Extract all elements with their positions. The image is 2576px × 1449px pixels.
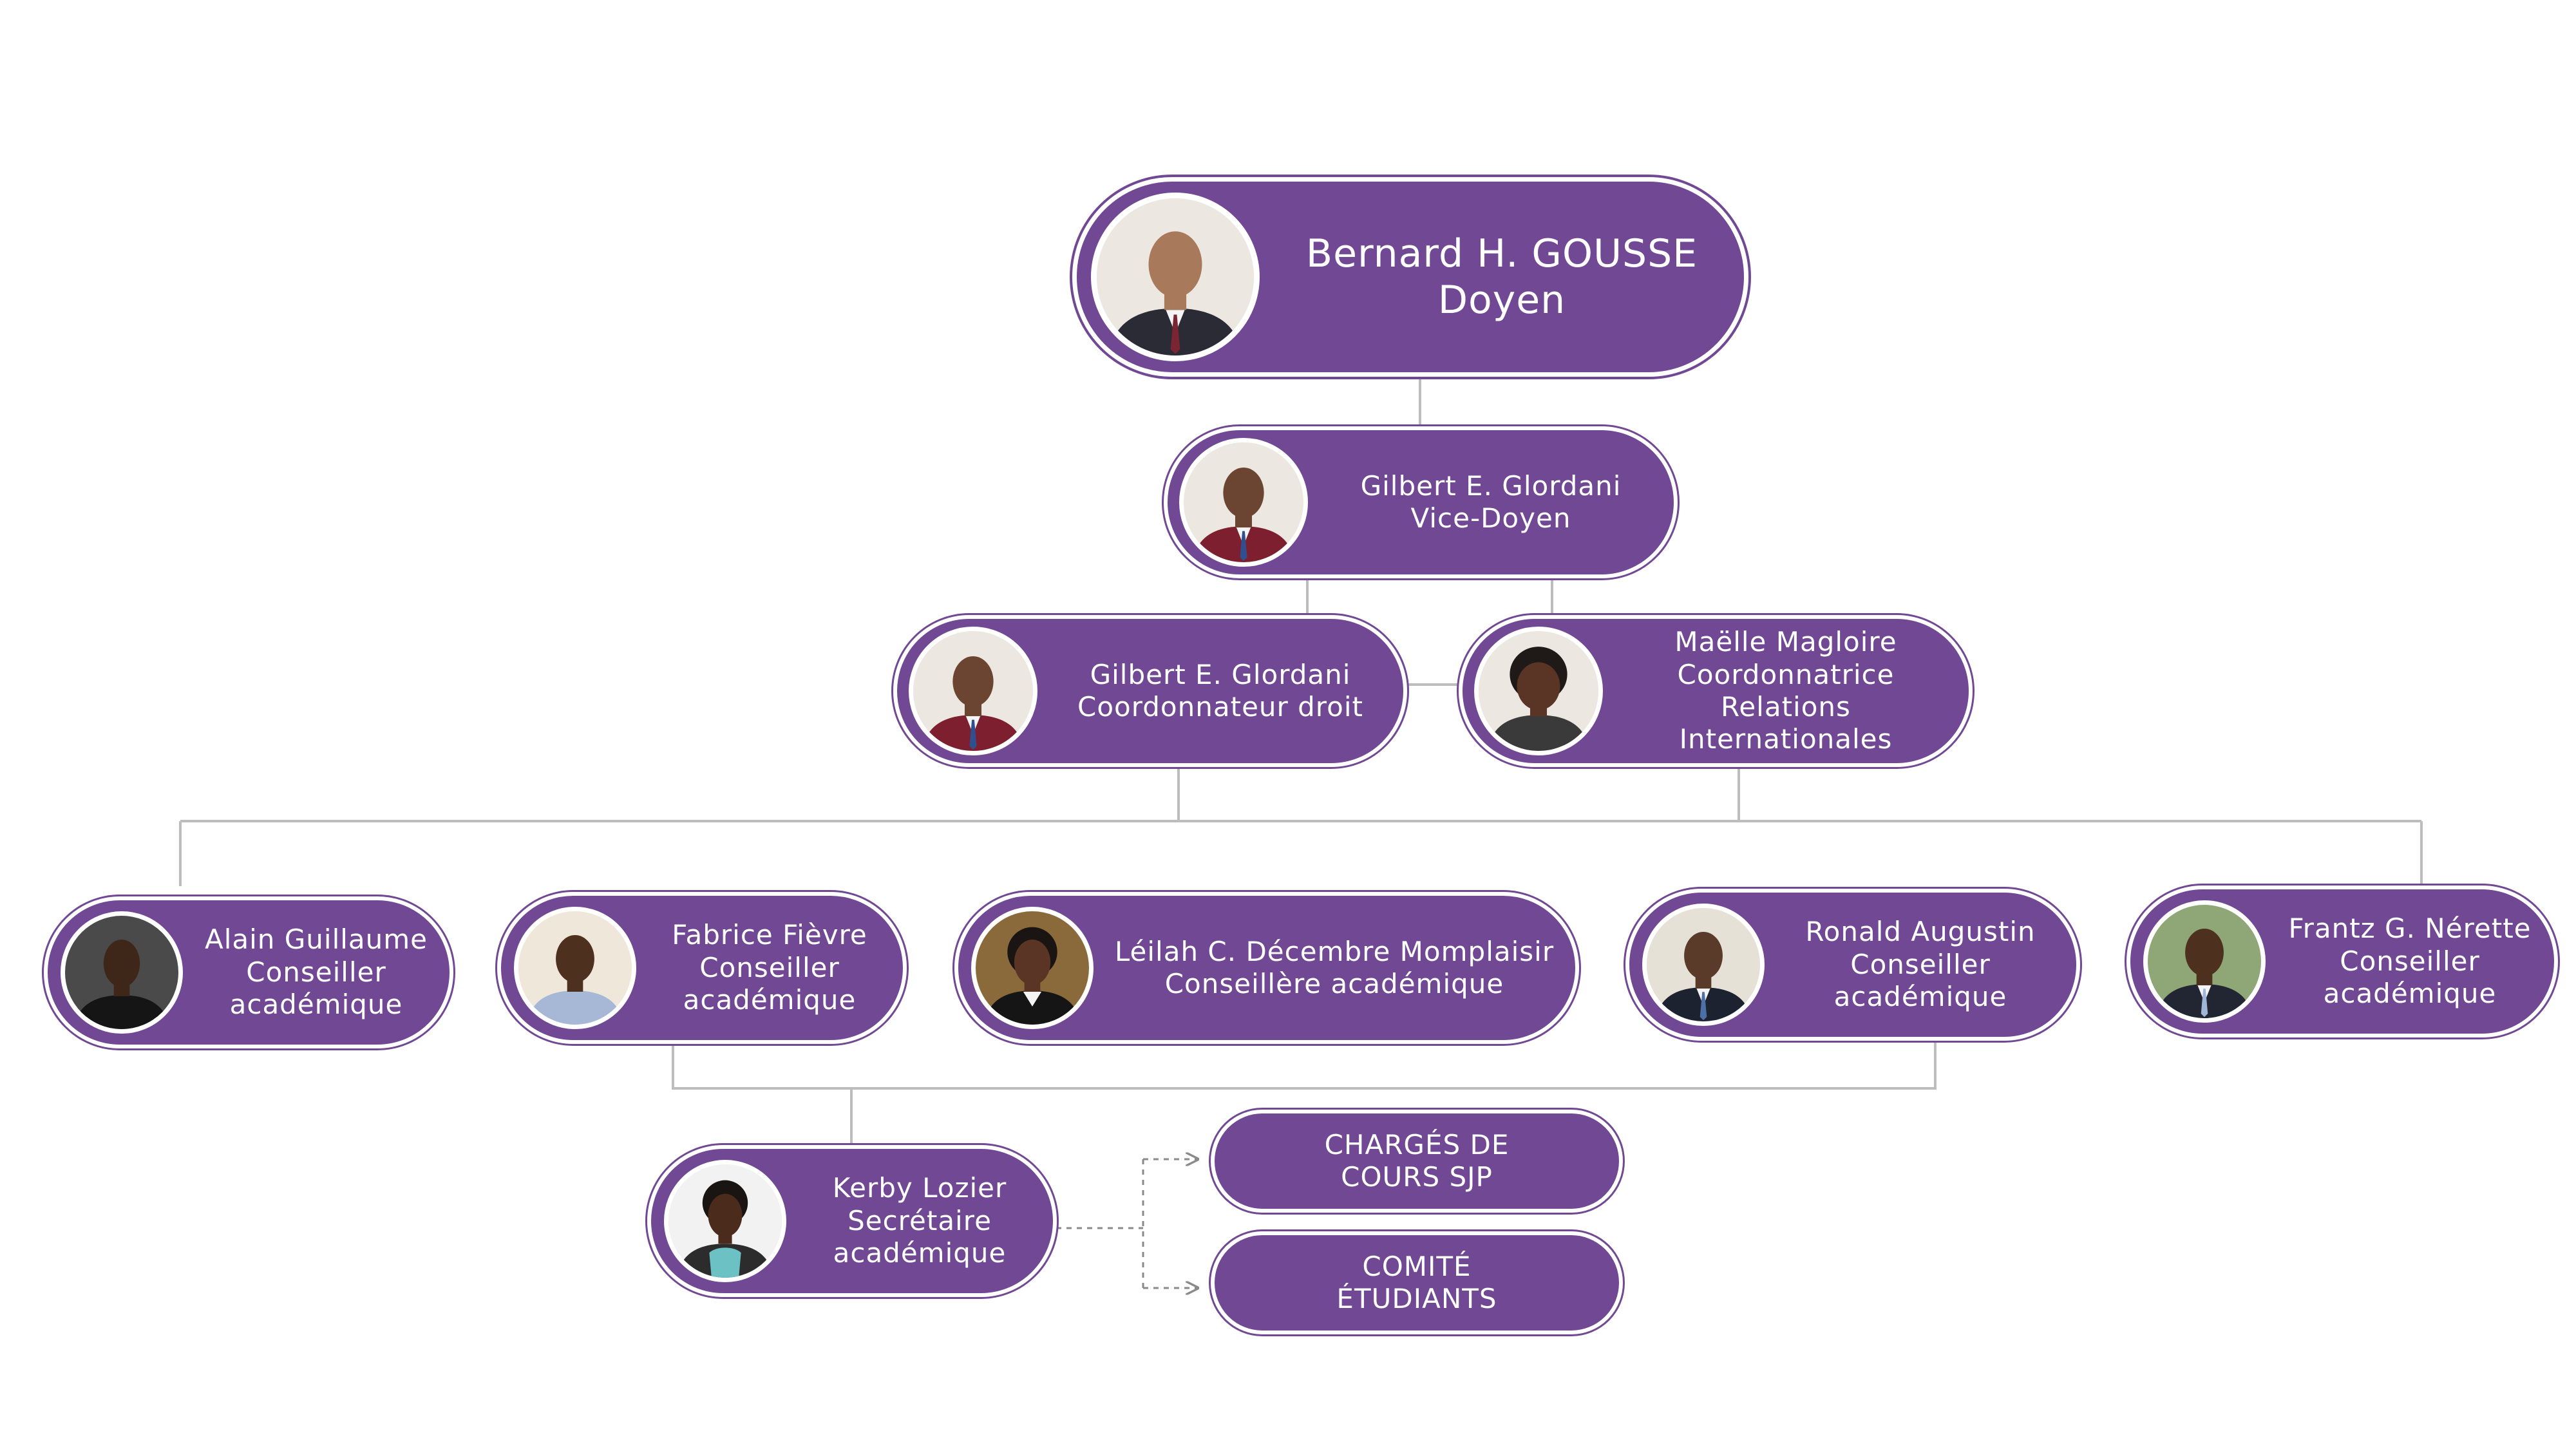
role-ronald-augustin-line-2: académique [1833,981,2007,1013]
role-coordonnatrice-ri-line-1: Coordonnatrice [1677,658,1895,690]
name-coordonnateur-droit: Gilbert E. Glordani [1090,658,1351,690]
role-alain-guillaume-line-1: Conseiller [246,956,386,988]
node-alain-guillaume: Alain Guillaume Conseiller académique [44,896,453,1048]
role-fabrice-fievre-line-1: Conseiller [699,951,840,983]
role-alain-guillaume-line-2: académique [229,989,403,1021]
label-alain-guillaume: Alain Guillaume Conseiller académique [183,923,450,1021]
role-kerby-lozier-line-1: Secrétaire [848,1204,992,1236]
role-vice-doyen: Vice-Doyen [1410,502,1571,534]
comite-line-2: ÉTUDIANTS [1336,1283,1497,1314]
charges-line-2: COURS SJP [1341,1161,1493,1193]
connector-coordinators-advisors [179,766,2423,886]
connector-advisors-secretary [672,1037,1937,1146]
label-ronald-augustin: Ronald Augustin Conseiller académique [1765,916,2076,1013]
role-doyen: Doyen [1437,278,1566,323]
role-kerby-lozier-line-2: académique [833,1237,1007,1269]
dotted-connector-secretary [1056,1159,1144,1288]
avatar-leilah-momplaisir [971,907,1094,1029]
label-kerby-lozier: Kerby Lozier Secrétaire académique [786,1172,1053,1269]
role-fabrice-fievre-line-2: académique [683,984,857,1016]
charges-line-1: CHARGÉS DE [1324,1128,1510,1160]
avatar-coordonnatrice-ri [1474,627,1603,755]
label-charges-de-cours: CHARGÉS DE COURS SJP [1215,1129,1619,1194]
node-doyen: Bernard H. GOUSSE Doyen [1072,177,1748,377]
role-frantz-nerette-line-2: académique [2323,978,2497,1010]
name-leilah-momplaisir: Léilah C. Décembre Momplaisir [1114,935,1555,967]
name-ronald-augustin: Ronald Augustin [1805,916,2036,948]
person-icon [1647,908,1760,1021]
connector-vice-coordinators [1306,578,1553,617]
role-coordonnatrice-ri-line-2: Relations [1721,691,1851,723]
role-leilah-momplaisir: Conseillère académique [1164,968,1504,999]
avatar-fabrice-fievre [514,907,636,1029]
avatar-coordonnateur-droit [909,627,1037,755]
name-coordonnatrice-ri: Maëlle Magloire [1674,626,1897,658]
person-icon [976,911,1089,1025]
avatar-doyen [1091,193,1260,361]
node-coordonnatrice-ri: Maëlle Magloire Coordonnatrice Relations… [1459,615,1973,767]
node-comite-etudiants: COMITÉ ÉTUDIANTS [1211,1231,1623,1334]
node-charges-de-cours: CHARGÉS DE COURS SJP [1211,1110,1623,1213]
node-vice-doyen: Gilbert E. Glordani Vice-Doyen [1164,426,1678,578]
node-leilah-momplaisir: Léilah C. Décembre Momplaisir Conseillèr… [954,892,1579,1044]
avatar-kerby-lozier [664,1160,786,1282]
label-coordonnatrice-ri: Maëlle Magloire Coordonnatrice Relations… [1603,626,1969,756]
role-ronald-augustin-line-1: Conseiller [1850,948,1991,980]
avatar-vice-doyen [1179,438,1308,567]
node-frantz-nerette: Frantz G. Nérette Conseiller académique [2126,886,2558,1037]
person-icon [518,911,632,1025]
role-frantz-nerette-line-1: Conseiller [2340,945,2480,977]
label-vice-doyen: Gilbert E. Glordani Vice-Doyen [1308,470,1674,535]
person-icon [1097,198,1254,355]
label-comite-etudiants: COMITÉ ÉTUDIANTS [1215,1251,1619,1316]
name-kerby-lozier: Kerby Lozier [832,1172,1007,1204]
name-vice-doyen: Gilbert E. Glordani [1360,469,1622,502]
label-fabrice-fievre: Fabrice Fièvre Conseiller académique [636,919,903,1016]
label-leilah-momplaisir: Léilah C. Décembre Momplaisir Conseillèr… [1094,936,1575,1001]
label-doyen: Bernard H. GOUSSE Doyen [1260,231,1744,323]
node-coordonnateur-droit: Gilbert E. Glordani Coordonnateur droit [893,615,1407,767]
role-coordonnatrice-ri-line-3: Internationales [1679,723,1893,755]
name-frantz-nerette: Frantz G. Nérette [2288,913,2532,945]
node-kerby-lozier: Kerby Lozier Secrétaire académique [647,1145,1057,1297]
name-alain-guillaume: Alain Guillaume [204,923,428,956]
avatar-frantz-nerette [2143,900,2266,1023]
name-doyen: Bernard H. GOUSSE [1305,231,1698,276]
avatar-alain-guillaume [61,911,183,1034]
name-fabrice-fievre: Fabrice Fièvre [672,919,867,951]
person-icon [65,916,178,1029]
avatar-ronald-augustin [1642,904,1765,1026]
node-fabrice-fievre: Fabrice Fièvre Conseiller académique [497,892,907,1044]
person-icon [913,631,1033,751]
label-coordonnateur-droit: Gilbert E. Glordani Coordonnateur droit [1037,659,1403,724]
person-icon [1184,442,1303,562]
label-frantz-nerette: Frantz G. Nérette Conseiller académique [2266,913,2554,1010]
role-coordonnateur-droit: Coordonnateur droit [1077,691,1363,723]
person-icon [2148,905,2261,1018]
node-ronald-augustin: Ronald Augustin Conseiller académique [1625,889,2080,1041]
person-icon [1479,631,1598,751]
comite-line-1: COMITÉ [1362,1250,1472,1282]
person-icon [668,1164,782,1278]
